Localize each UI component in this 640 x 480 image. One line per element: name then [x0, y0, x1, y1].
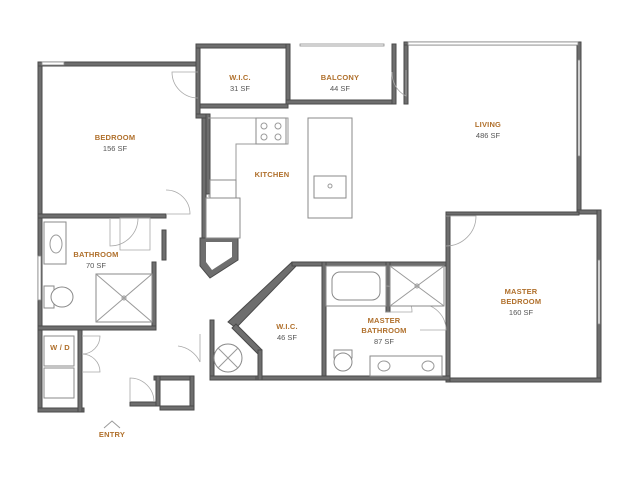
balcony-name: BALCONY	[321, 73, 359, 82]
master-bathroom-area: 87 SF	[374, 337, 394, 346]
wic-master-area: 46 SF	[277, 333, 297, 342]
windows	[37, 41, 601, 325]
laundry-name: W / D	[50, 343, 70, 352]
wic-master-name: W.I.C.	[276, 322, 298, 331]
master-bedroom-area: 160 SF	[509, 308, 534, 317]
master-bathroom-name-2: BATHROOM	[361, 326, 406, 335]
wic-top-name: W.I.C.	[229, 73, 251, 82]
walls	[37, 41, 602, 413]
bathroom-name: BATHROOM	[73, 250, 118, 259]
wic-top-area: 31 SF	[230, 84, 250, 93]
entry-label: ENTRY	[99, 430, 125, 439]
doors	[81, 70, 477, 403]
master-bathroom-name-1: MASTER	[368, 316, 401, 325]
fixtures	[43, 117, 445, 429]
bedroom-name: BEDROOM	[95, 133, 136, 142]
room-labels: W.I.C. 31 SF BALCONY 44 SF BEDROOM 156 S…	[50, 73, 541, 439]
bedroom-area: 156 SF	[103, 144, 128, 153]
living-area: 486 SF	[476, 131, 501, 140]
master-bedroom-name-1: MASTER	[505, 287, 538, 296]
kitchen-name: KITCHEN	[255, 170, 290, 179]
balcony-area: 44 SF	[330, 84, 350, 93]
bathroom-area: 70 SF	[86, 261, 106, 270]
living-name: LIVING	[475, 120, 501, 129]
master-bedroom-name-2: BEDROOM	[501, 297, 542, 306]
